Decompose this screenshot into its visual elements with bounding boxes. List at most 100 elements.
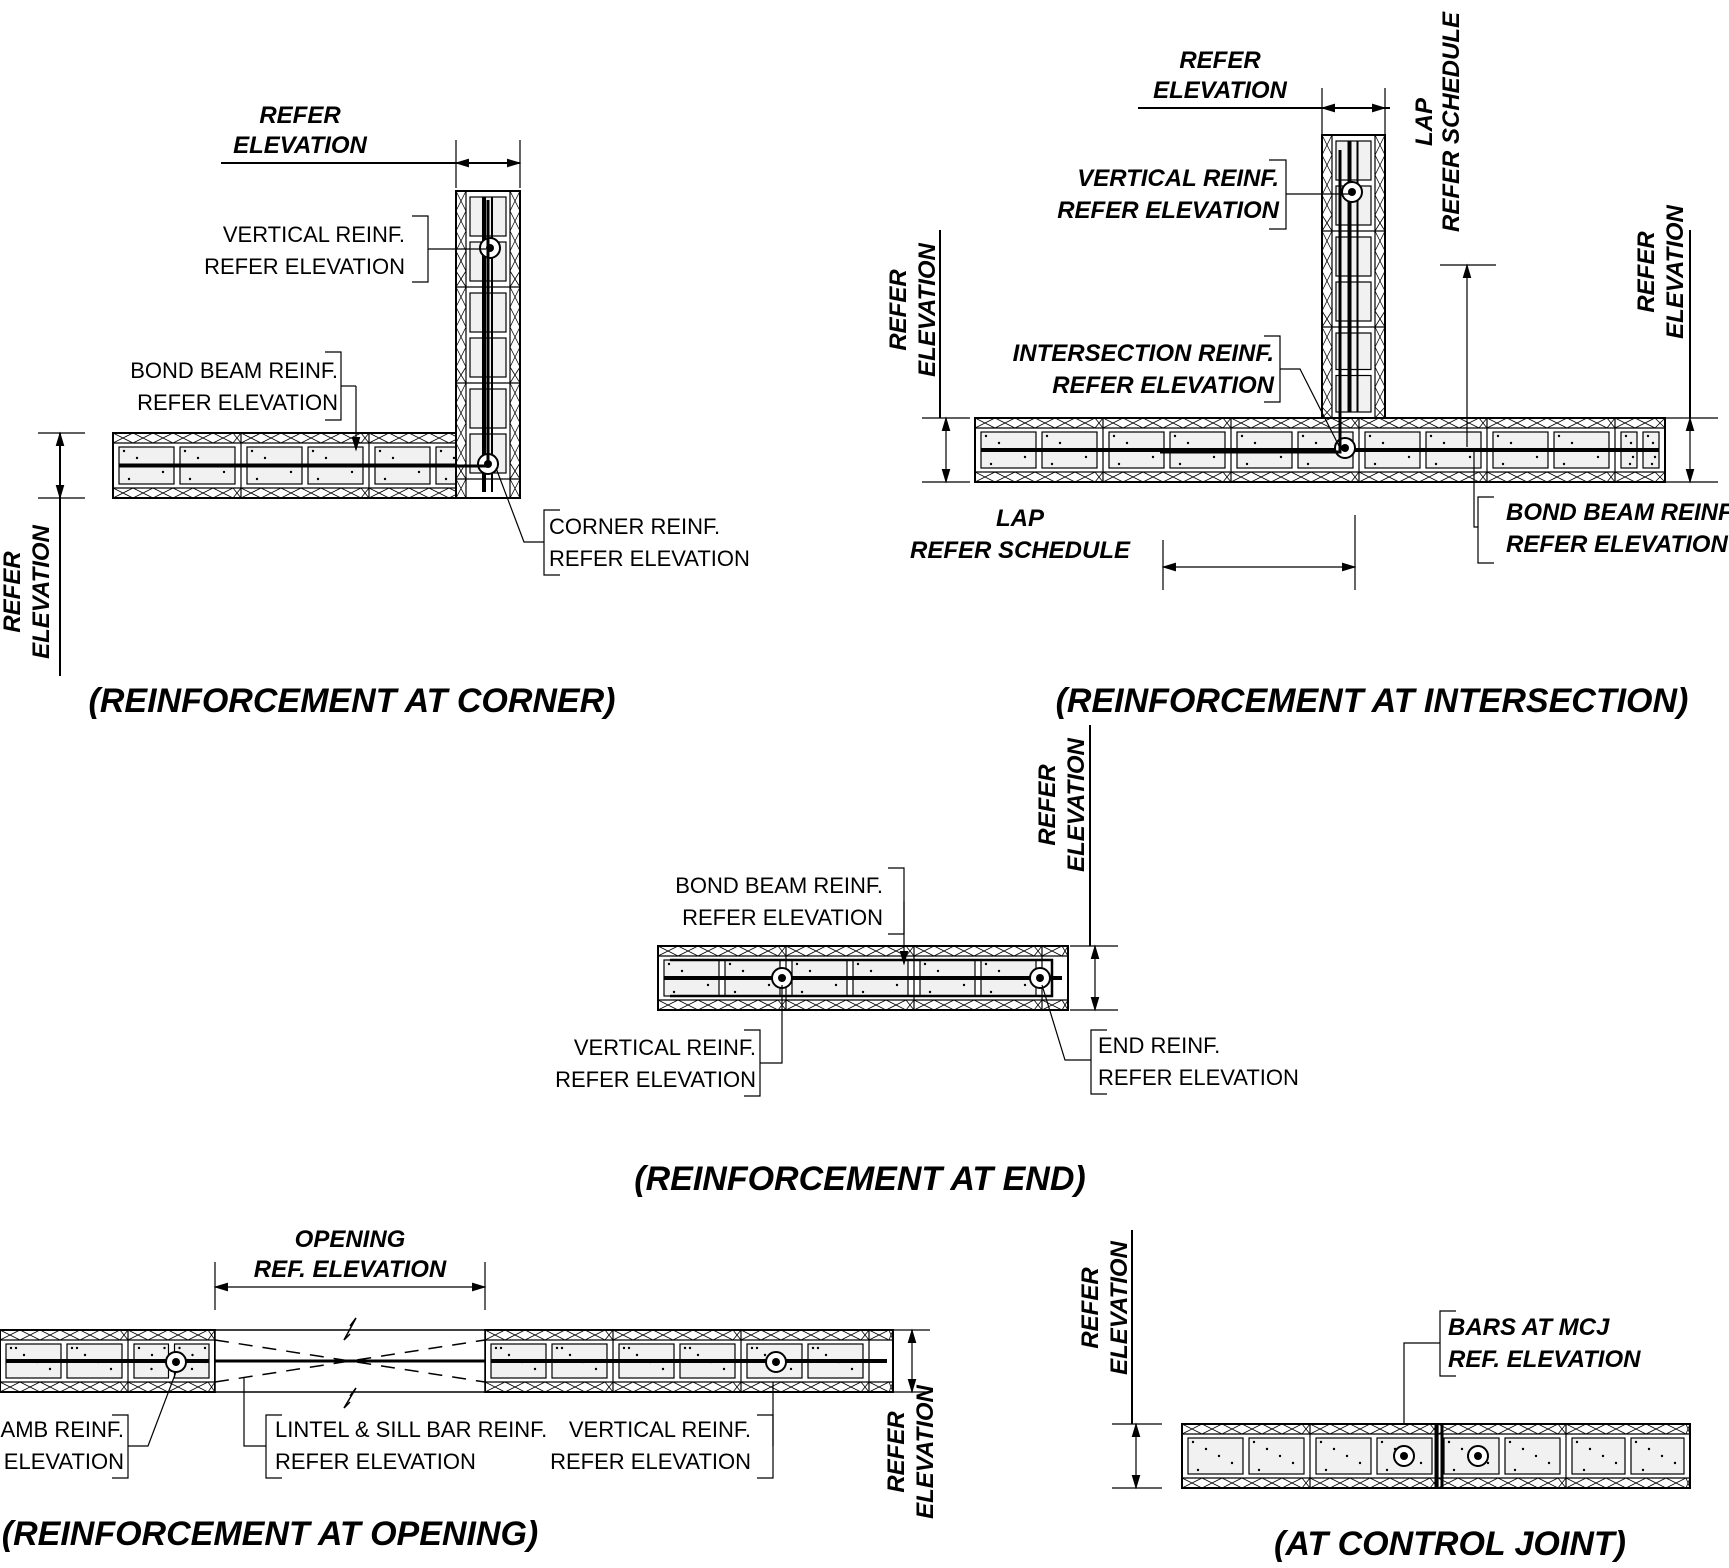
hatch [509,250,521,272]
hatch [780,1329,802,1341]
hatch [152,432,174,444]
intersection-bondbeam-note-1: BOND BEAM REINF. [1506,499,1729,526]
hatch [1041,999,1063,1011]
hatch [408,487,430,499]
hatch [1349,1477,1371,1489]
hatch [1013,999,1035,1011]
end-bar-core [1036,974,1044,982]
hatch [652,1329,674,1341]
opening-lintel-note-1: LINTEL & SILL BAR REINF. [275,1417,547,1442]
hatch [260,487,282,499]
hatch [1374,250,1386,272]
corner-top-dim-label-2: ELEVATION [233,132,367,159]
hatch [1321,174,1333,196]
end-title: (REINFORCEMENT AT END) [634,1160,1085,1198]
hatch [39,1381,61,1393]
grout-speck [1112,434,1116,438]
hatch [192,432,214,444]
hatch [1281,1423,1303,1435]
hatch [1557,1423,1567,1435]
grout-speck [1291,1461,1295,1465]
grout-cell [1571,1437,1626,1475]
intersection-lap-h-label-2: REFER SCHEDULE [910,537,1131,564]
grout-speck [1023,455,1027,459]
hatch [1014,417,1036,429]
corner-vertical-note-2: REFER ELEVATION [204,254,405,279]
grout-speck [1314,441,1318,445]
hatch [1358,417,1380,429]
hatch [604,1381,614,1393]
hatch [360,487,370,499]
hatch [509,346,521,368]
grout-speck [1468,455,1472,459]
grout-speck [808,969,812,973]
end-bondbeam-note-1: BOND BEAM REINF. [675,873,883,898]
opening-wall-plan [0,1317,894,1409]
grout-speck [48,1367,52,1371]
hatch [1033,999,1043,1011]
grout-speck [594,1367,598,1371]
grout-speck [811,1346,815,1350]
hatch [509,210,521,232]
hatch [953,945,975,957]
hatch [39,1329,61,1341]
grout-speck [9,1346,13,1350]
intersection-left-dim-label-2: ELEVATION [914,242,941,376]
hatch [1061,945,1069,957]
hatch [657,945,679,957]
end-bar-hook [670,958,1054,998]
hatch [0,1381,21,1393]
corner-left-dim-label-2: ELEVATION [28,524,55,658]
hatch [388,487,410,499]
hatch [868,1329,890,1341]
hatch [584,1381,606,1393]
corner-corner-note-2: REFER ELEVATION [549,546,750,571]
hatch [1537,1477,1559,1489]
hatch [1645,1423,1667,1435]
grout-speck [767,983,771,987]
hatch [360,432,370,444]
jamb-bar-core [172,1358,180,1366]
hatch [780,1381,802,1393]
hatch [207,1329,216,1341]
hatch [1182,471,1204,483]
hatch [524,1329,546,1341]
hatch [524,1381,546,1393]
hatch [1409,1477,1431,1489]
hatch [1557,1477,1567,1489]
hatch [973,945,995,957]
grout-speck [391,456,395,460]
end-vertical-note-2: REFER ELEVATION [555,1067,756,1092]
hatch [1374,290,1386,312]
intersection-bondbeam-note-leader [1473,452,1478,528]
grout-speck [83,1353,87,1357]
grout-speck [1570,441,1574,445]
hatch [455,422,467,444]
hatch [428,432,450,444]
corner-wall-plan [112,190,521,499]
end-bondbeam-note-2: REFER ELEVATION [682,905,883,930]
hatch [1605,1477,1627,1489]
corner-title: (REINFORCEMENT AT CORNER) [89,682,616,720]
corner-bondbeam-note-2: REFER ELEVATION [137,390,338,415]
hatch [1665,1423,1687,1435]
hatch [455,210,467,232]
hatch [232,432,242,444]
opening-vertical-note-bracket [757,1414,774,1479]
grout-speck [1508,1440,1512,1444]
hatch [1033,945,1043,957]
opening-lintel-note-leader [243,1378,266,1447]
corner-vertical-note-1: VERTICAL REINF. [223,222,405,247]
hatch [717,945,739,957]
grout-speck [14,1346,18,1350]
hatch [933,999,955,1011]
hatch [167,1329,189,1341]
hatch [280,487,302,499]
hatch [280,432,302,444]
hatch [820,1329,842,1341]
grout-speck [1265,1447,1269,1451]
grout-speck [452,456,456,460]
hatch [340,487,362,499]
intersection-bar-bent [1160,150,1342,454]
hatch [1329,1477,1351,1489]
